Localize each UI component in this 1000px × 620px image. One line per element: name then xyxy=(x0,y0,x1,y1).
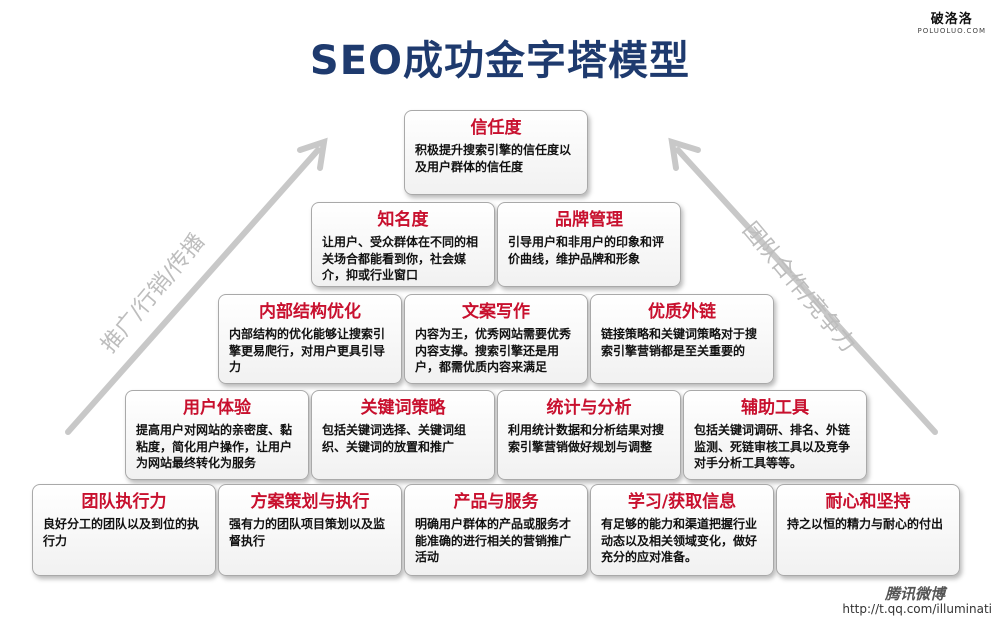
right-arrow xyxy=(668,137,938,435)
card-title: 信任度 xyxy=(470,118,522,138)
card-title: 用户体验 xyxy=(183,398,251,418)
pyramid-card-user-experience: 用户体验 提高用户对网站的亲密度、黏粘度，简化用户操作，让用户为网站最终转化为服… xyxy=(125,390,309,480)
logo-domain: POLUOLUO.COM xyxy=(917,27,986,35)
card-description: 良好分工的团队以及到位的执行力 xyxy=(43,517,200,548)
pyramid-card-brand-management: 品牌管理 引导用户和非用户的印象和评价曲线，维护品牌和形象 xyxy=(497,202,681,287)
card-description: 积极提升搜索引擎的信任度以及用户群体的信任度 xyxy=(415,143,572,174)
card-description: 内容为王，优秀网站需要优秀内容支撑。搜索引擎还是用户，都需优质内容来满足 xyxy=(415,327,572,374)
card-description: 引导用户和非用户的印象和评价曲线，维护品牌和形象 xyxy=(508,235,665,266)
card-title: 学习/获取信息 xyxy=(627,492,737,512)
site-logo: 破洛洛 POLUOLUO.COM xyxy=(918,8,986,35)
pyramid-card-keyword-strategy: 关键词策略 包括关键词选择、关键词组织、关键词的放置和推广 xyxy=(311,390,495,480)
pyramid-card-auxiliary-tools: 辅助工具 包括关键词调研、排名、外链监测、死链审核工具以及竞争对手分析工具等等。 xyxy=(683,390,867,480)
pyramid-card-internal-structure: 内部结构优化 内部结构的优化能够让搜索引擎更易爬行，对用户更具引导力 xyxy=(218,294,402,384)
card-title: 文案写作 xyxy=(462,302,530,322)
card-title: 辅助工具 xyxy=(741,398,809,418)
left-arrow xyxy=(65,137,328,435)
card-title: 方案策划与执行 xyxy=(250,492,370,512)
card-description: 链接策略和关键词策略对于搜索引擎营销都是至关重要的 xyxy=(601,327,758,358)
pyramid-card-learning-info: 学习/获取信息 有足够的能力和渠道把握行业动态以及相关领域变化，做好充分的应对准… xyxy=(590,484,774,576)
weibo-watermark: 腾讯微博 xyxy=(885,585,946,603)
pyramid-card-team-execution: 团队执行力 良好分工的团队以及到位的执行力 xyxy=(32,484,216,576)
pyramid-card-patience-persistence: 耐心和坚持 持之以恒的精力与耐心的付出 xyxy=(776,484,960,576)
card-title: 关键词策略 xyxy=(360,398,446,418)
source-url: http://t.qq.com/illuminati xyxy=(842,602,992,616)
card-description: 包括关键词调研、排名、外链监测、死链审核工具以及竞争对手分析工具等等。 xyxy=(694,423,851,470)
pyramid-card-quality-backlinks: 优质外链 链接策略和关键词策略对于搜索引擎营销都是至关重要的 xyxy=(590,294,774,384)
card-title: 耐心和坚持 xyxy=(825,492,911,512)
pyramid-card-awareness: 知名度 让用户、受众群体在不同的相关场合都能看到你，社会媒介，抑或行业窗口 xyxy=(311,202,495,287)
card-title: 品牌管理 xyxy=(555,210,623,230)
card-title: 内部结构优化 xyxy=(259,302,361,322)
card-description: 包括关键词选择、关键词组织、关键词的放置和推广 xyxy=(322,423,467,454)
card-description: 内部结构的优化能够让搜索引擎更易爬行，对用户更具引导力 xyxy=(229,327,386,374)
card-title: 知名度 xyxy=(377,210,429,230)
card-description: 有足够的能力和渠道把握行业动态以及相关领域变化，做好充分的应对准备。 xyxy=(601,517,758,564)
pyramid-card-copywriting: 文案写作 内容为王，优秀网站需要优秀内容支撑。搜索引擎还是用户，都需优质内容来满… xyxy=(404,294,588,384)
page-title: SEO成功金字塔模型 xyxy=(309,38,691,84)
card-description: 利用统计数据和分析结果对搜索引擎营销做好规划与调整 xyxy=(508,423,665,454)
pyramid-card-statistics-analysis: 统计与分析 利用统计数据和分析结果对搜索引擎营销做好规划与调整 xyxy=(497,390,681,480)
card-description: 强有力的团队项目策划以及监督执行 xyxy=(229,517,386,548)
logo-brand: 破洛洛 xyxy=(930,12,973,27)
card-description: 明确用户群体的产品或服务才能准确的进行相关的营销推广活动 xyxy=(415,517,572,564)
card-title: 统计与分析 xyxy=(546,398,632,418)
pyramid-card-product-service: 产品与服务 明确用户群体的产品或服务才能准确的进行相关的营销推广活动 xyxy=(404,484,588,576)
card-description: 持之以恒的精力与耐心的付出 xyxy=(787,517,944,531)
pyramid-card-plan-execution: 方案策划与执行 强有力的团队项目策划以及监督执行 xyxy=(218,484,402,576)
card-description: 提高用户对网站的亲密度、黏粘度，简化用户操作，让用户为网站最终转化为服务 xyxy=(136,423,293,470)
card-title: 优质外链 xyxy=(648,302,716,322)
card-title: 团队执行力 xyxy=(81,492,167,512)
pyramid-card-trust: 信任度 积极提升搜索引擎的信任度以及用户群体的信任度 xyxy=(404,110,588,195)
card-description: 让用户、受众群体在不同的相关场合都能看到你，社会媒介，抑或行业窗口 xyxy=(322,235,479,282)
card-title: 产品与服务 xyxy=(453,492,539,512)
